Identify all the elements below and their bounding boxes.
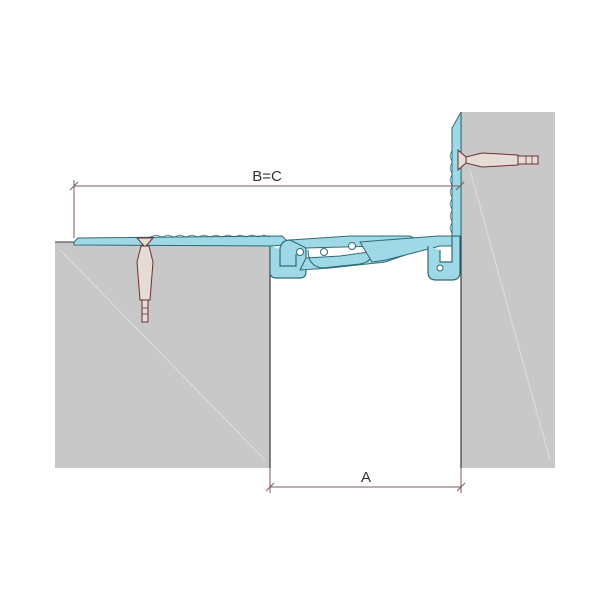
- right-anchor-shaft: [517, 155, 539, 165]
- profile-pivot-right: [348, 242, 356, 250]
- right-anchor-bolt: [457, 148, 539, 172]
- profile-floor-wing: [73, 235, 292, 247]
- joint-profile: [73, 113, 462, 281]
- profile-pivot-center: [320, 248, 328, 256]
- left-concrete-slab: [55, 241, 271, 468]
- left-anchor-bolt: [135, 237, 155, 323]
- dimension-b-c-tick-right: [455, 181, 465, 191]
- profile-wall-leg: [451, 113, 462, 237]
- profile-right-pivot: [436, 264, 444, 272]
- profile-pivot-left: [296, 248, 304, 256]
- right-wall-hatch: [469, 169, 551, 461]
- left-slab-hatch: [59, 249, 266, 461]
- dimension-b-c-tick-left: [69, 181, 79, 191]
- profile-right-arm: [359, 235, 453, 263]
- left-anchor-sleeve: [136, 245, 154, 301]
- dimension-a-tick-left: [265, 482, 275, 492]
- right-anchor-sleeve: [465, 152, 519, 168]
- dimension-a: A: [265, 468, 466, 493]
- dimension-a-tick-right: [456, 482, 466, 492]
- right-concrete-wall: [460, 112, 555, 468]
- profile-right-channel: [427, 235, 461, 281]
- profile-wall-serration: [449, 149, 453, 235]
- dimension-b-c-label: B=C: [252, 168, 282, 185]
- left-anchor-shaft: [141, 299, 149, 323]
- dimension-b-c: B=C: [69, 168, 465, 238]
- dimension-a-label: A: [361, 469, 371, 486]
- profile-floor-serration: [149, 234, 271, 238]
- right-wall-body: [461, 112, 555, 468]
